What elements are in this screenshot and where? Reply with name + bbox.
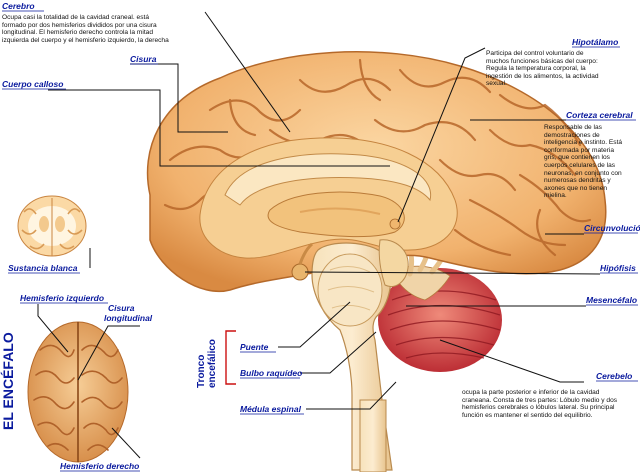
top-view-brain bbox=[27, 321, 129, 463]
description-cerebelo: ocupa la parte posterior e inferior de l… bbox=[462, 389, 640, 419]
label-mesencefalo: Mesencéfalo bbox=[586, 295, 638, 305]
leader-lines bbox=[37, 11, 601, 459]
description-line: cuerpos celulares de las bbox=[544, 161, 616, 169]
hypothalamus-shape bbox=[389, 218, 401, 230]
label-hemisferio-derecho: Hemisferio derecho bbox=[60, 461, 140, 471]
spinal-cord-shape bbox=[359, 399, 387, 472]
group-label-line: encefálico bbox=[207, 339, 218, 388]
label-medula-espinal: Médula espinal bbox=[240, 404, 301, 414]
sagittal-brain bbox=[146, 51, 607, 472]
description-corteza-cerebral: Responsable de las demostraciones de int… bbox=[544, 124, 640, 200]
label-corteza-cerebral: Corteza cerebral bbox=[566, 110, 633, 120]
description-line: gris, que contienen los bbox=[544, 154, 610, 162]
group-label-line: Tronco bbox=[196, 354, 207, 388]
label-cuerpo-calloso: Cuerpo calloso bbox=[2, 79, 64, 89]
brainstem-bracket bbox=[225, 330, 236, 385]
description-line: Participa del control voluntario de bbox=[486, 50, 584, 57]
description-line: sexual. bbox=[486, 80, 507, 88]
arbor-vitae bbox=[399, 265, 451, 301]
description-hipotalamo: Participa del control voluntario de much… bbox=[486, 50, 636, 88]
label-cisura-longitudinal-line2: longitudinal bbox=[104, 313, 153, 323]
description-line: demostraciones de bbox=[544, 131, 600, 139]
label-sustancia-blanca: Sustancia blanca bbox=[8, 263, 78, 273]
description-line: craneana. Consta de tres partes: Lóbulo … bbox=[462, 396, 618, 404]
description-line: Ocupa casi la totalidad de la cavidad cr… bbox=[2, 14, 149, 21]
coronal-section bbox=[17, 195, 87, 257]
title-el-encefalo: EL ENCÉFALO bbox=[0, 332, 16, 430]
label-tronco-encefalico: Tronco encefálico bbox=[196, 339, 218, 388]
midbrain-shape bbox=[378, 239, 409, 287]
label-puente: Puente bbox=[240, 342, 269, 352]
description-line: longitudinal. El hemisferio derecho cont… bbox=[2, 29, 154, 37]
corpus-callosum-shape bbox=[224, 153, 432, 206]
description-line: axones que no tienen bbox=[544, 184, 608, 192]
label-hipofisis: Hipófisis bbox=[600, 263, 636, 273]
label-circunvolucion: Circunvolución bbox=[584, 223, 640, 233]
label-hemisferio-izquierdo: Hemisferio izquierdo bbox=[20, 293, 105, 303]
description-line: Responsable de las bbox=[544, 124, 602, 131]
label-cisura-longitudinal-line1: Cisura bbox=[108, 303, 135, 313]
gyri bbox=[163, 58, 592, 257]
description-line: izquierda del cuerpo y el hemisferio izq… bbox=[2, 36, 169, 44]
description-line: Regula la temperatura corporal, la bbox=[486, 65, 586, 73]
thalamus-shape bbox=[267, 191, 405, 238]
description-line: ocupa la parte posterior e inferior de l… bbox=[462, 389, 600, 396]
label-cerebro: Cerebro bbox=[2, 1, 35, 11]
pons-shape bbox=[317, 253, 383, 327]
label-hipotalamo: Hipotálamo bbox=[572, 37, 619, 47]
description-line: función es mantener el sentido del equil… bbox=[462, 411, 593, 419]
label-bulbo-raquideo: Bulbo raquídeo bbox=[240, 368, 303, 378]
description-line: formado por dos hemisferios divididos po… bbox=[2, 21, 157, 29]
description-line: hemisferios cerebrales o lóbulos lateral… bbox=[462, 404, 615, 412]
label-underlines bbox=[2, 10, 638, 472]
description-line: inteligencia e instinto. Está bbox=[544, 139, 623, 147]
description-line: numerosas dendritas y bbox=[544, 177, 611, 185]
label-cisura: Cisura bbox=[130, 54, 157, 64]
description-line: ingestión de los alimentos, la actividad bbox=[486, 72, 599, 80]
description-line: mielina. bbox=[544, 192, 567, 200]
description-line: conformada por materia bbox=[544, 146, 615, 154]
description-line: muchos funciones básicas del cuerpo: bbox=[486, 57, 598, 65]
description-cerebro: Ocupa casi la totalidad de la cavidad cr… bbox=[2, 14, 217, 44]
label-cerebelo: Cerebelo bbox=[596, 371, 633, 381]
description-line: neuronas, en conjunto con bbox=[544, 169, 622, 177]
